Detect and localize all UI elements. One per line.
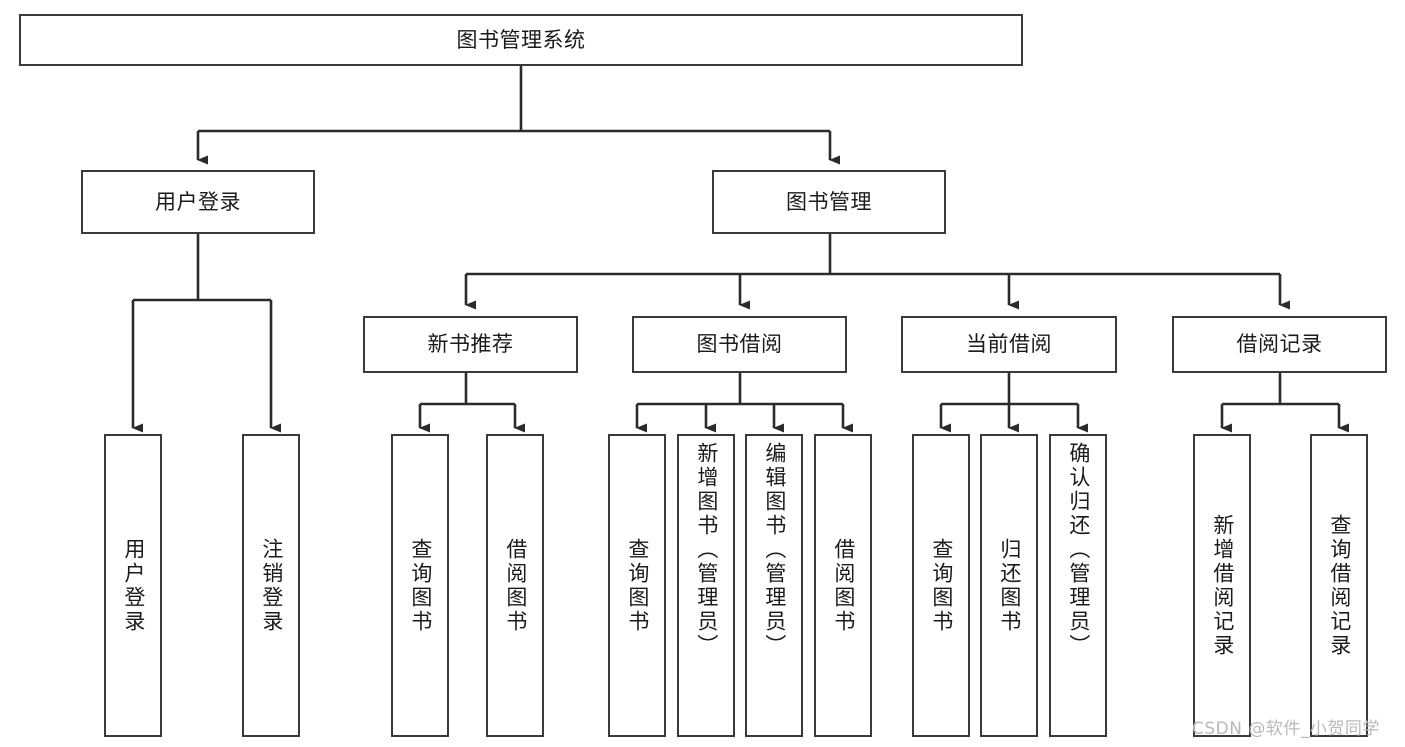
leaf-confirm-return-admin[interactable]: 确认归还（管理员） <box>1049 434 1107 737</box>
node-book-borrowing[interactable]: 图书借阅 <box>632 316 847 373</box>
leaf-add-book-admin[interactable]: 新增图书（管理员） <box>677 434 735 737</box>
node-label: 当前借阅 <box>966 332 1052 357</box>
node-label: 归还图书 <box>997 537 1022 634</box>
node-label: 图书借阅 <box>696 332 783 357</box>
csdn-watermark: CSDN @软件_小贺同学 <box>1192 719 1380 739</box>
leaf-borrow-books-recommendation[interactable]: 借阅图书 <box>486 434 544 737</box>
node-label: 查询借阅记录 <box>1327 513 1352 658</box>
node-user-login[interactable]: 用户登录 <box>81 170 315 234</box>
leaf-add-borrow-record[interactable]: 新增借阅记录 <box>1193 434 1251 737</box>
node-label: 图书管理系统 <box>456 27 586 52</box>
node-label: 用户登录 <box>155 189 241 214</box>
node-new-book-recommendation[interactable]: 新书推荐 <box>363 316 578 373</box>
node-label: 借阅图书 <box>831 537 856 634</box>
leaf-query-books-borrowing[interactable]: 查询图书 <box>608 434 666 737</box>
node-label: 查询图书 <box>408 537 433 634</box>
node-current-borrowing[interactable]: 当前借阅 <box>901 316 1117 373</box>
node-book-management[interactable]: 图书管理 <box>712 170 946 234</box>
node-label: 借阅记录 <box>1236 332 1323 357</box>
node-label: 图书管理 <box>786 189 872 214</box>
leaf-edit-book-admin[interactable]: 编辑图书（管理员） <box>745 434 803 737</box>
node-borrowing-records[interactable]: 借阅记录 <box>1172 316 1387 373</box>
node-label: 查询图书 <box>929 537 954 634</box>
node-label: 借阅图书 <box>503 537 528 634</box>
leaf-query-borrow-record[interactable]: 查询借阅记录 <box>1310 434 1368 737</box>
node-label: 确认归还（管理员） <box>1066 442 1091 658</box>
node-label: 新增图书（管理员） <box>694 442 719 658</box>
node-root-book-management-system[interactable]: 图书管理系统 <box>19 14 1023 66</box>
leaf-user-login[interactable]: 用户登录 <box>104 434 162 737</box>
node-label: 编辑图书（管理员） <box>762 442 787 658</box>
node-label: 查询图书 <box>625 537 650 634</box>
node-label: 注销登录 <box>259 537 284 634</box>
leaf-return-books[interactable]: 归还图书 <box>980 434 1038 737</box>
node-label: 新增借阅记录 <box>1210 513 1235 658</box>
leaf-logout[interactable]: 注销登录 <box>242 434 300 737</box>
leaf-query-books-recommendation[interactable]: 查询图书 <box>391 434 449 737</box>
leaf-query-books-current[interactable]: 查询图书 <box>912 434 970 737</box>
node-label: 用户登录 <box>121 537 146 634</box>
node-label: 新书推荐 <box>427 332 514 357</box>
leaf-borrow-books-borrowing[interactable]: 借阅图书 <box>814 434 872 737</box>
